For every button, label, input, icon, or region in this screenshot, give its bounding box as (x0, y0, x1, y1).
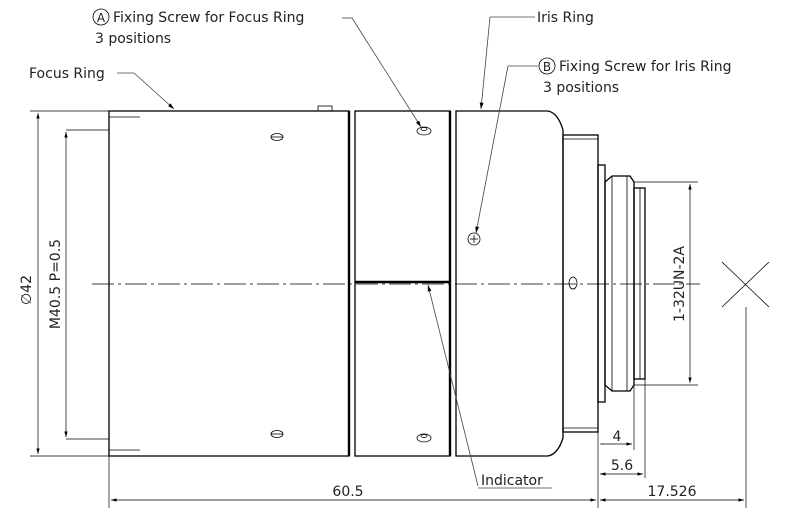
iris-screw-callout (475, 57, 556, 234)
focus-screw-text-line1: Fixing Screw for Focus Ring (113, 10, 304, 26)
iris-screw-text-line1: Fixing Screw for Iris Ring (559, 59, 731, 75)
focus-screw-hole-bottom (270, 430, 284, 438)
filter-thread-label: M40.5 P=0.5 (48, 239, 64, 329)
mount-thread-dimension (634, 181, 698, 386)
mount-thread-label: 1-32UN-2A (672, 246, 688, 322)
c-mount (604, 175, 646, 392)
flange-dimensions (597, 379, 646, 508)
iris-screw-hole (568, 276, 578, 290)
filter-thread-dimension (64, 129, 109, 440)
flange-back-label: 17.526 (648, 484, 697, 500)
focus-ring-body (108, 105, 351, 457)
iris-ring-callout (479, 16, 535, 110)
fixing-screw-b (467, 232, 481, 246)
iris-ring-body (455, 110, 564, 457)
indicator-label: Indicator (481, 473, 543, 489)
flange-5-6-label: 5.6 (611, 458, 633, 474)
focus-screw-marker: A (97, 11, 106, 25)
flange-back-dimension (600, 307, 747, 508)
diameter-label: ∅42 (19, 275, 35, 305)
fixing-screw-a-top (416, 126, 432, 136)
length-label: 60.5 (332, 484, 363, 500)
focus-screw-hole-top (270, 133, 284, 141)
focus-screw-text-line2: 3 positions (95, 31, 171, 47)
indicator-callout (427, 284, 552, 489)
fixing-screw-a-bottom (416, 433, 432, 443)
middle-ring-body (354, 110, 452, 457)
focus-ring-label: Focus Ring (29, 66, 105, 82)
iris-screw-text-line2: 3 positions (543, 80, 619, 96)
length-dimension (108, 456, 596, 508)
image-plane-cross (721, 261, 770, 308)
focus-ring-callout (117, 72, 175, 110)
diameter-dimension (30, 110, 109, 457)
iris-screw-marker: B (543, 60, 551, 74)
flange-4-label: 4 (613, 429, 622, 445)
focus-screw-callout (92, 8, 422, 128)
iris-ring-label: Iris Ring (537, 10, 594, 26)
